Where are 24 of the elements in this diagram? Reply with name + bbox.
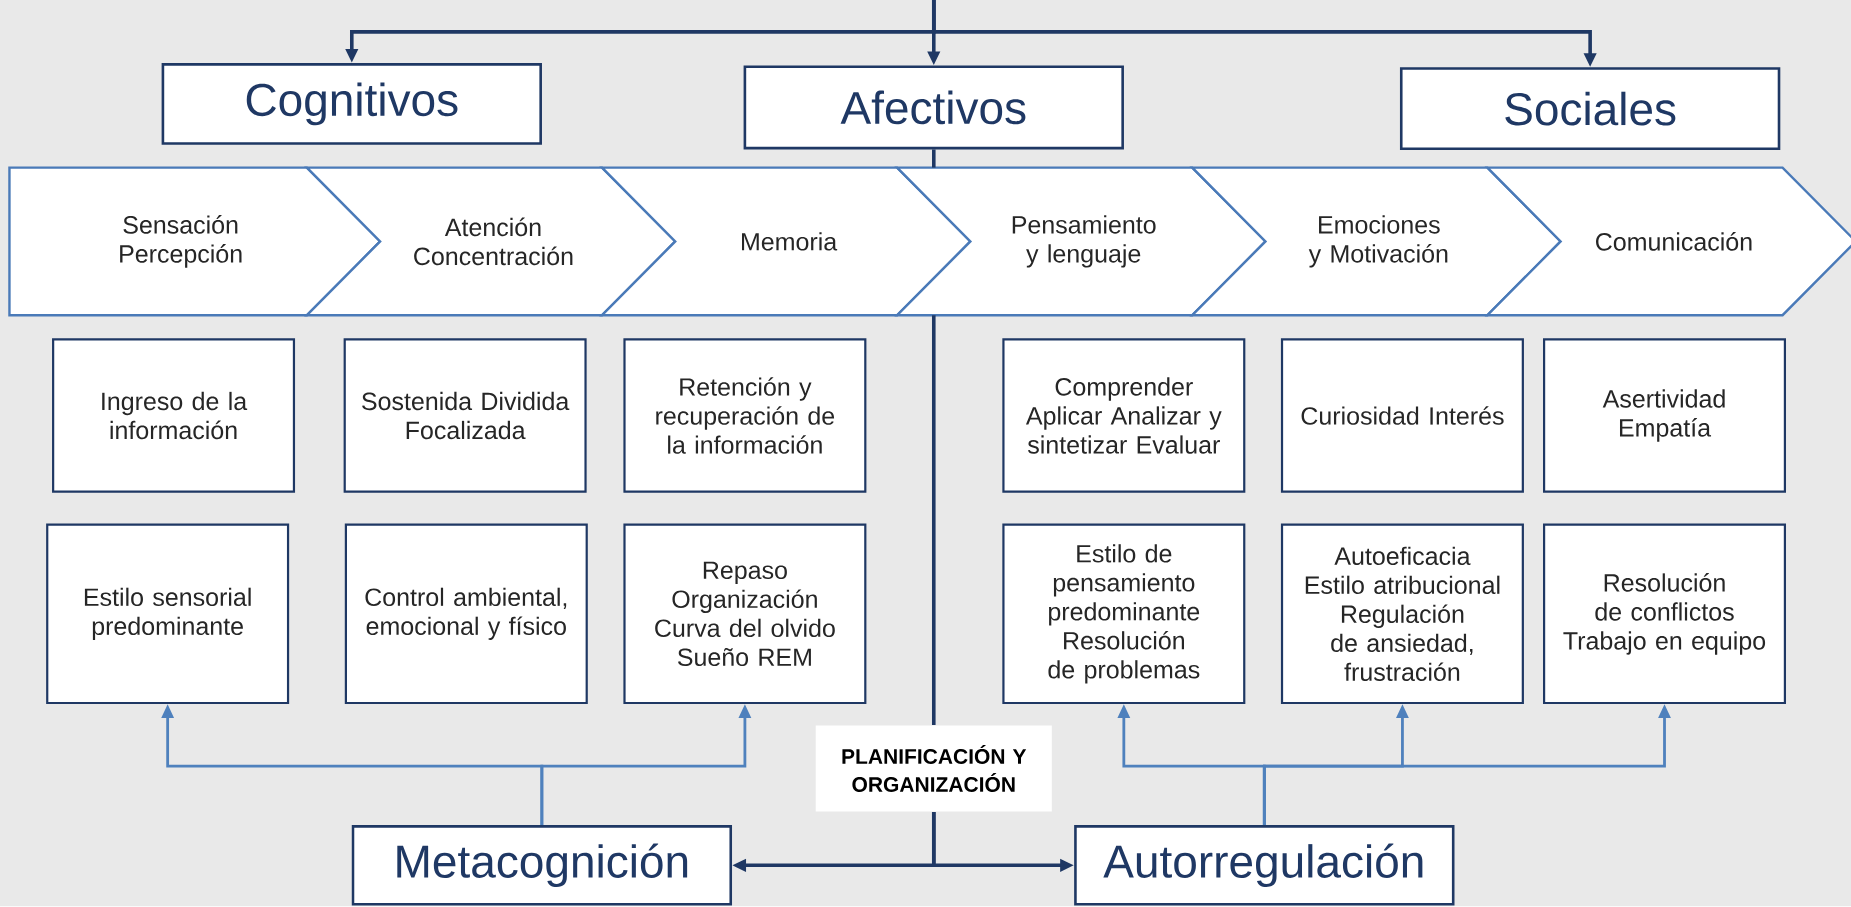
text-box: Autoeficacia Estilo atribucional Regulación de ansiedad, frustración: [1280, 523, 1524, 705]
title-box: Sociales: [1399, 67, 1781, 151]
text-box: Estilo sensorial predominante: [46, 523, 290, 705]
text-box: Retención y recuperación de la información: [623, 338, 867, 493]
note-box: PLANIFICACIÓN Y ORGANIZACIÓN: [815, 725, 1052, 812]
step-box: Atención Concentración: [304, 166, 677, 317]
title-box: Autorregulación: [1074, 825, 1455, 906]
title-box: Cognitivos: [161, 63, 542, 145]
text-box: Control ambiental, emocional y físico: [344, 523, 588, 705]
node-label: Comunicación: [1596, 232, 1752, 251]
text-box: Sostenida Dividida Focalizada: [343, 338, 587, 493]
text-box: Comprender Aplicar Analizar y sintetizar Evaluar: [1002, 338, 1246, 493]
title-box: Metacognición: [351, 825, 733, 906]
step-box: Memoria: [599, 166, 973, 317]
step-box: Comunicación: [1484, 166, 1851, 317]
text-box: Ingreso de la información: [52, 338, 296, 493]
step-box: Emociones y Motivación: [1189, 166, 1563, 317]
text-box: Resolución de conflictos Trabajo en equipo: [1543, 523, 1786, 705]
text-box: Curiosidad Interés: [1280, 338, 1524, 493]
text-box: Asertividad Empatía: [1543, 338, 1786, 493]
step-box: Pensamiento y lenguaje: [894, 166, 1268, 317]
title-box: Afectivos: [743, 65, 1124, 150]
text-box: Estilo de pensamiento predominante Resolución de problemas: [1002, 523, 1246, 705]
text-box: Repaso Organización Curva del olvido Sueño REM: [623, 523, 867, 705]
